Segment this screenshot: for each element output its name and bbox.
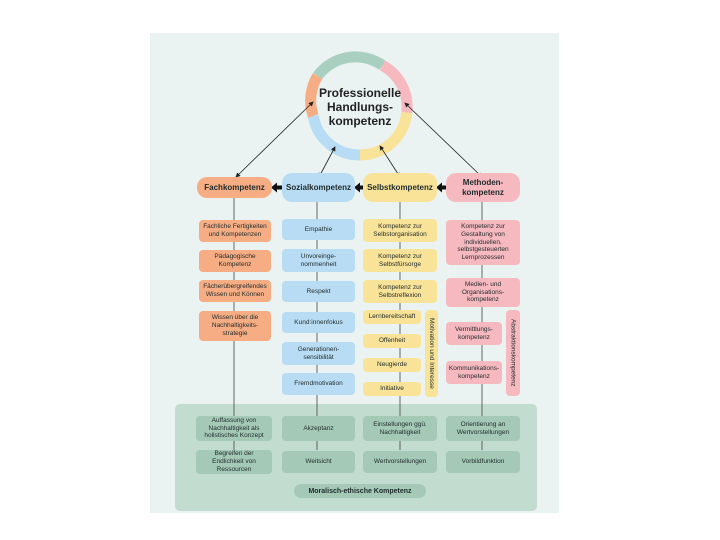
selbst-motivation-item: Neugierde — [363, 358, 421, 372]
ethics-item-methoden: Vorbildfunktion — [446, 451, 520, 473]
fach-item: Pädagogische Kompetenz — [199, 250, 271, 272]
ethics-item-sozial: Akzeptanz — [282, 416, 355, 441]
sozial-item: Respekt — [282, 281, 355, 302]
sozial-item: Kund:innenfokus — [282, 312, 355, 333]
header-selbstkompetenz: Selbstkompetenz — [363, 173, 437, 202]
methoden-item: Kommunikations-kompetenz — [446, 361, 502, 384]
central-title-line-3: kompetenz — [328, 114, 392, 129]
sozial-item: Generationen-sensibilität — [282, 342, 355, 365]
selbst-item: Kompetenz zur Selbstfürsorge — [363, 249, 437, 272]
selbst-item: Kompetenz zur Selbstreflexion — [363, 280, 437, 303]
ethics-item-fach: Begreifen der Endlichkeit von Ressourcen — [196, 450, 272, 474]
central-title: Professionelle Handlungs- kompetenz — [318, 86, 402, 128]
motivation-interest-label: Motivation und Interesse — [425, 310, 438, 397]
methoden-item: Kompetenz zur Gestaltung von individuell… — [446, 220, 520, 265]
ethics-title: Moralisch-ethische Kompetenz — [294, 484, 426, 498]
ethics-item-sozial: Weitsicht — [282, 451, 355, 473]
sozial-item: Fremdmotivation — [282, 373, 355, 395]
sozial-item: Unvoreinge-nommenheit — [282, 249, 355, 272]
header-methodenkompetenz: Methoden-kompetenz — [446, 173, 520, 202]
ethics-item-methoden: Orientierung an Wertvorstellungen — [446, 416, 520, 441]
fach-item: Fächerübergreifendes Wissen und Können — [199, 280, 271, 302]
selbst-motivation-item: Initiative — [363, 382, 421, 396]
ethics-item-selbst: Einstellungen ggü. Nachhaltigkeit — [363, 416, 437, 441]
selbst-motivation-item: Lernbereitschaft — [363, 310, 421, 324]
central-title-line-1: Professionelle — [318, 86, 402, 100]
abstraction-label: Abstraktionskompetenz — [506, 310, 520, 396]
central-title-line-2: Handlungs- — [327, 100, 393, 115]
fach-item: Wissen über die Nachhaltigkeits-strategi… — [199, 311, 271, 341]
selbst-motivation-item: Offenheit — [363, 334, 421, 348]
methoden-item: Medien- und Organisations-kompetenz — [446, 278, 520, 307]
ethics-item-fach: Auffassung von Nachhaltigkeit als holist… — [196, 416, 272, 441]
header-fachkompetenz: Fachkompetenz — [197, 177, 272, 198]
ring-arrows — [235, 101, 483, 178]
header-sozialkompetenz: Sozialkompetenz — [282, 173, 355, 202]
methoden-item: Vermittlungs-kompetenz — [446, 322, 502, 345]
fach-item: Fachliche Fertigkeiten und Kompetenzen — [199, 220, 271, 242]
ethics-item-selbst: Wertvorstellungen — [363, 451, 437, 473]
column-lines — [233, 198, 483, 450]
sozial-item: Empathie — [282, 219, 355, 240]
selbst-item: Kompetenz zur Selbstorganisation — [363, 219, 437, 242]
